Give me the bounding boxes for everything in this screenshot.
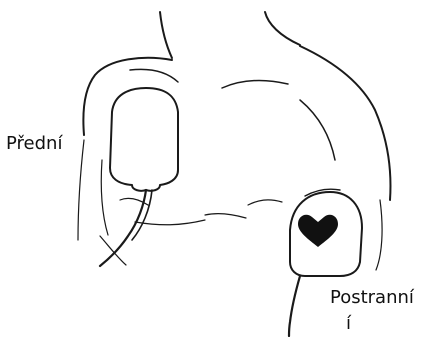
lower-chest-line	[135, 220, 205, 225]
left-trapezius-line	[130, 69, 178, 82]
front-position-label: Přední	[6, 135, 62, 153]
side-position-label-continuation: í	[346, 315, 351, 333]
right-chest-line	[300, 100, 335, 160]
left-forearm-line	[100, 236, 126, 265]
sternum-line	[205, 214, 246, 218]
front-electrode-cable-shadow	[132, 190, 152, 240]
heart-icon	[298, 215, 338, 247]
side-electrode-cable	[289, 276, 300, 336]
side-position-label: Postranní	[330, 289, 414, 307]
right-pec-line	[248, 200, 282, 205]
front-electrode-pad	[110, 88, 178, 191]
right-neck-line	[265, 12, 300, 45]
front-electrode-cable	[100, 190, 146, 266]
left-inner-arm-line	[101, 160, 108, 235]
left-upper-arm-line	[78, 140, 84, 240]
left-neck-line	[160, 12, 172, 58]
left-shoulder-line	[83, 58, 172, 135]
right-clavicle-line	[222, 81, 288, 88]
right-shoulder-line	[300, 46, 390, 200]
right-arm-outer-line	[376, 200, 382, 270]
